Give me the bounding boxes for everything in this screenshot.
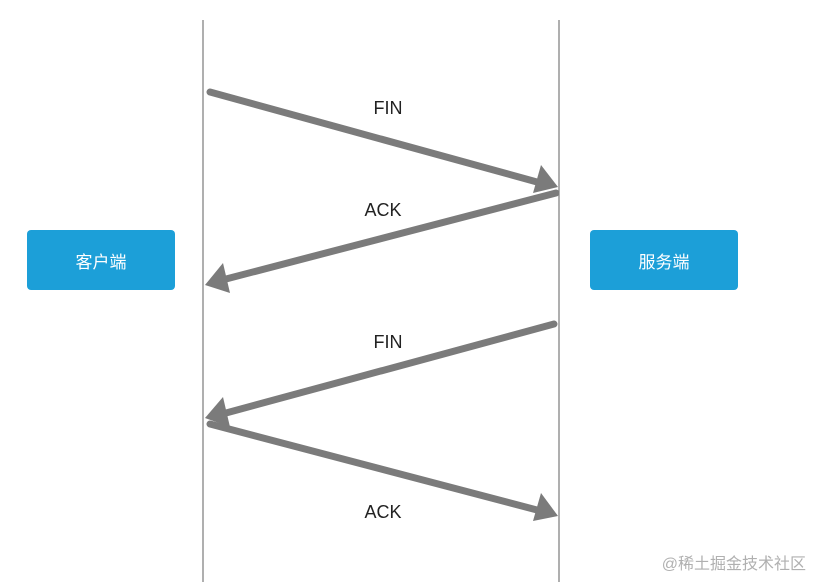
arrow-head [533, 165, 558, 193]
server-node: 服务端 [590, 230, 738, 290]
message-fin-client-to-server: FIN [206, 88, 558, 193]
arrow-head [205, 397, 230, 427]
arrow-shaft [222, 189, 560, 283]
client-label: 客户端 [75, 252, 127, 272]
arrow-head [205, 263, 230, 293]
message-label: ACK [364, 502, 401, 522]
message-ack-client-to-server: ACK [206, 420, 558, 522]
arrow-shaft [206, 88, 541, 186]
message-ack-server-to-client: ACK [205, 189, 560, 293]
message-label: FIN [374, 98, 403, 118]
arrow-shaft [222, 320, 558, 417]
arrow-head [533, 493, 558, 521]
client-node: 客户端 [27, 230, 175, 290]
message-fin-server-to-client: FIN [205, 320, 558, 427]
server-label: 服务端 [638, 252, 690, 272]
message-label: ACK [364, 200, 401, 220]
watermark: @稀土掘金技术社区 [661, 556, 806, 573]
message-label: FIN [374, 332, 403, 352]
arrow-shaft [206, 420, 541, 514]
